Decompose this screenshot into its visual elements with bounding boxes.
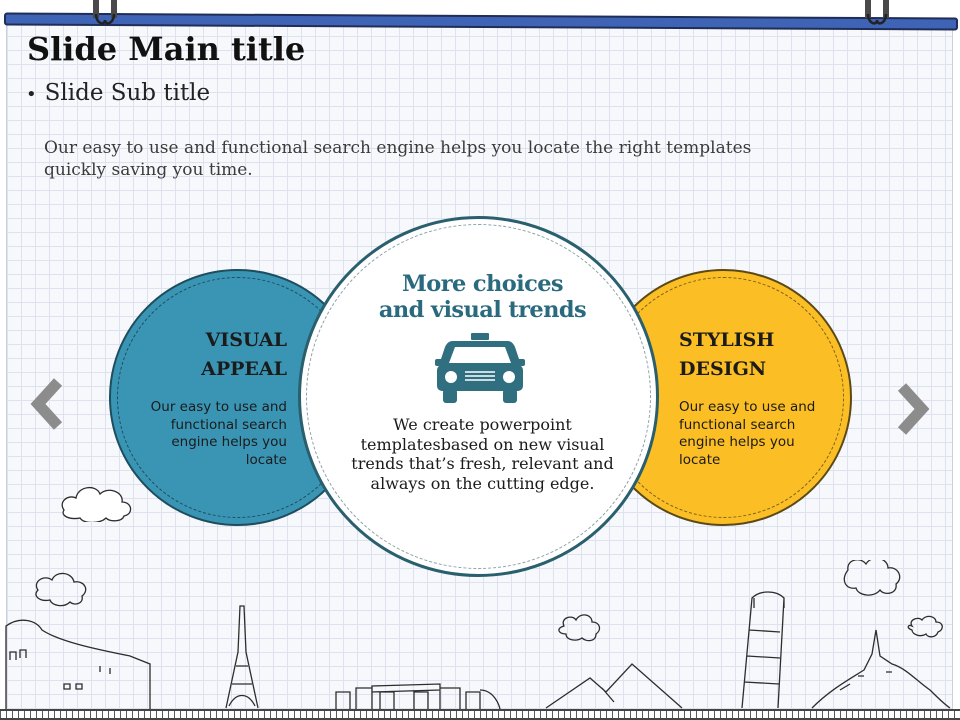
more-choices-circle (298, 216, 659, 577)
slide-title: Slide Main title (27, 30, 306, 68)
binder-clip-right (865, 0, 889, 25)
visual-appeal-heading-line1: VISUAL (205, 329, 287, 351)
more-choices-heading: More choices and visual trends (350, 271, 615, 323)
chevron-right-icon[interactable] (892, 383, 932, 435)
city-skyline-illustration (5, 560, 951, 710)
more-choices-text: We create powerpoint templatesbased on n… (351, 415, 614, 493)
subtitle-bullet: • (26, 84, 37, 105)
stylish-design-heading: STYLISH DESIGN (679, 326, 839, 384)
stylish-design-heading-line2: DESIGN (679, 358, 767, 380)
stylish-design-heading-line1: STYLISH (679, 329, 775, 351)
cloud-icon (61, 487, 132, 522)
visual-appeal-heading: VISUAL APPEAL (130, 326, 287, 384)
taxi-icon (435, 333, 525, 403)
more-choices-heading-line2: and visual trends (378, 297, 587, 323)
slide-subtitle: • Slide Sub title (26, 80, 210, 106)
chevron-left-icon[interactable] (28, 378, 68, 430)
subtitle-text: Slide Sub title (44, 80, 211, 106)
stylish-design-text: Our easy to use and functional search en… (679, 399, 816, 468)
binder-clip-left (93, 0, 117, 25)
ruler-strip (0, 709, 960, 720)
visual-appeal-text: Our easy to use and functional search en… (150, 399, 287, 468)
visual-appeal-heading-line2: APPEAL (201, 358, 287, 380)
more-choices-ring (306, 224, 651, 569)
intro-paragraph: Our easy to use and functional search en… (44, 138, 752, 180)
more-choices-heading-line1: More choices (401, 271, 564, 297)
